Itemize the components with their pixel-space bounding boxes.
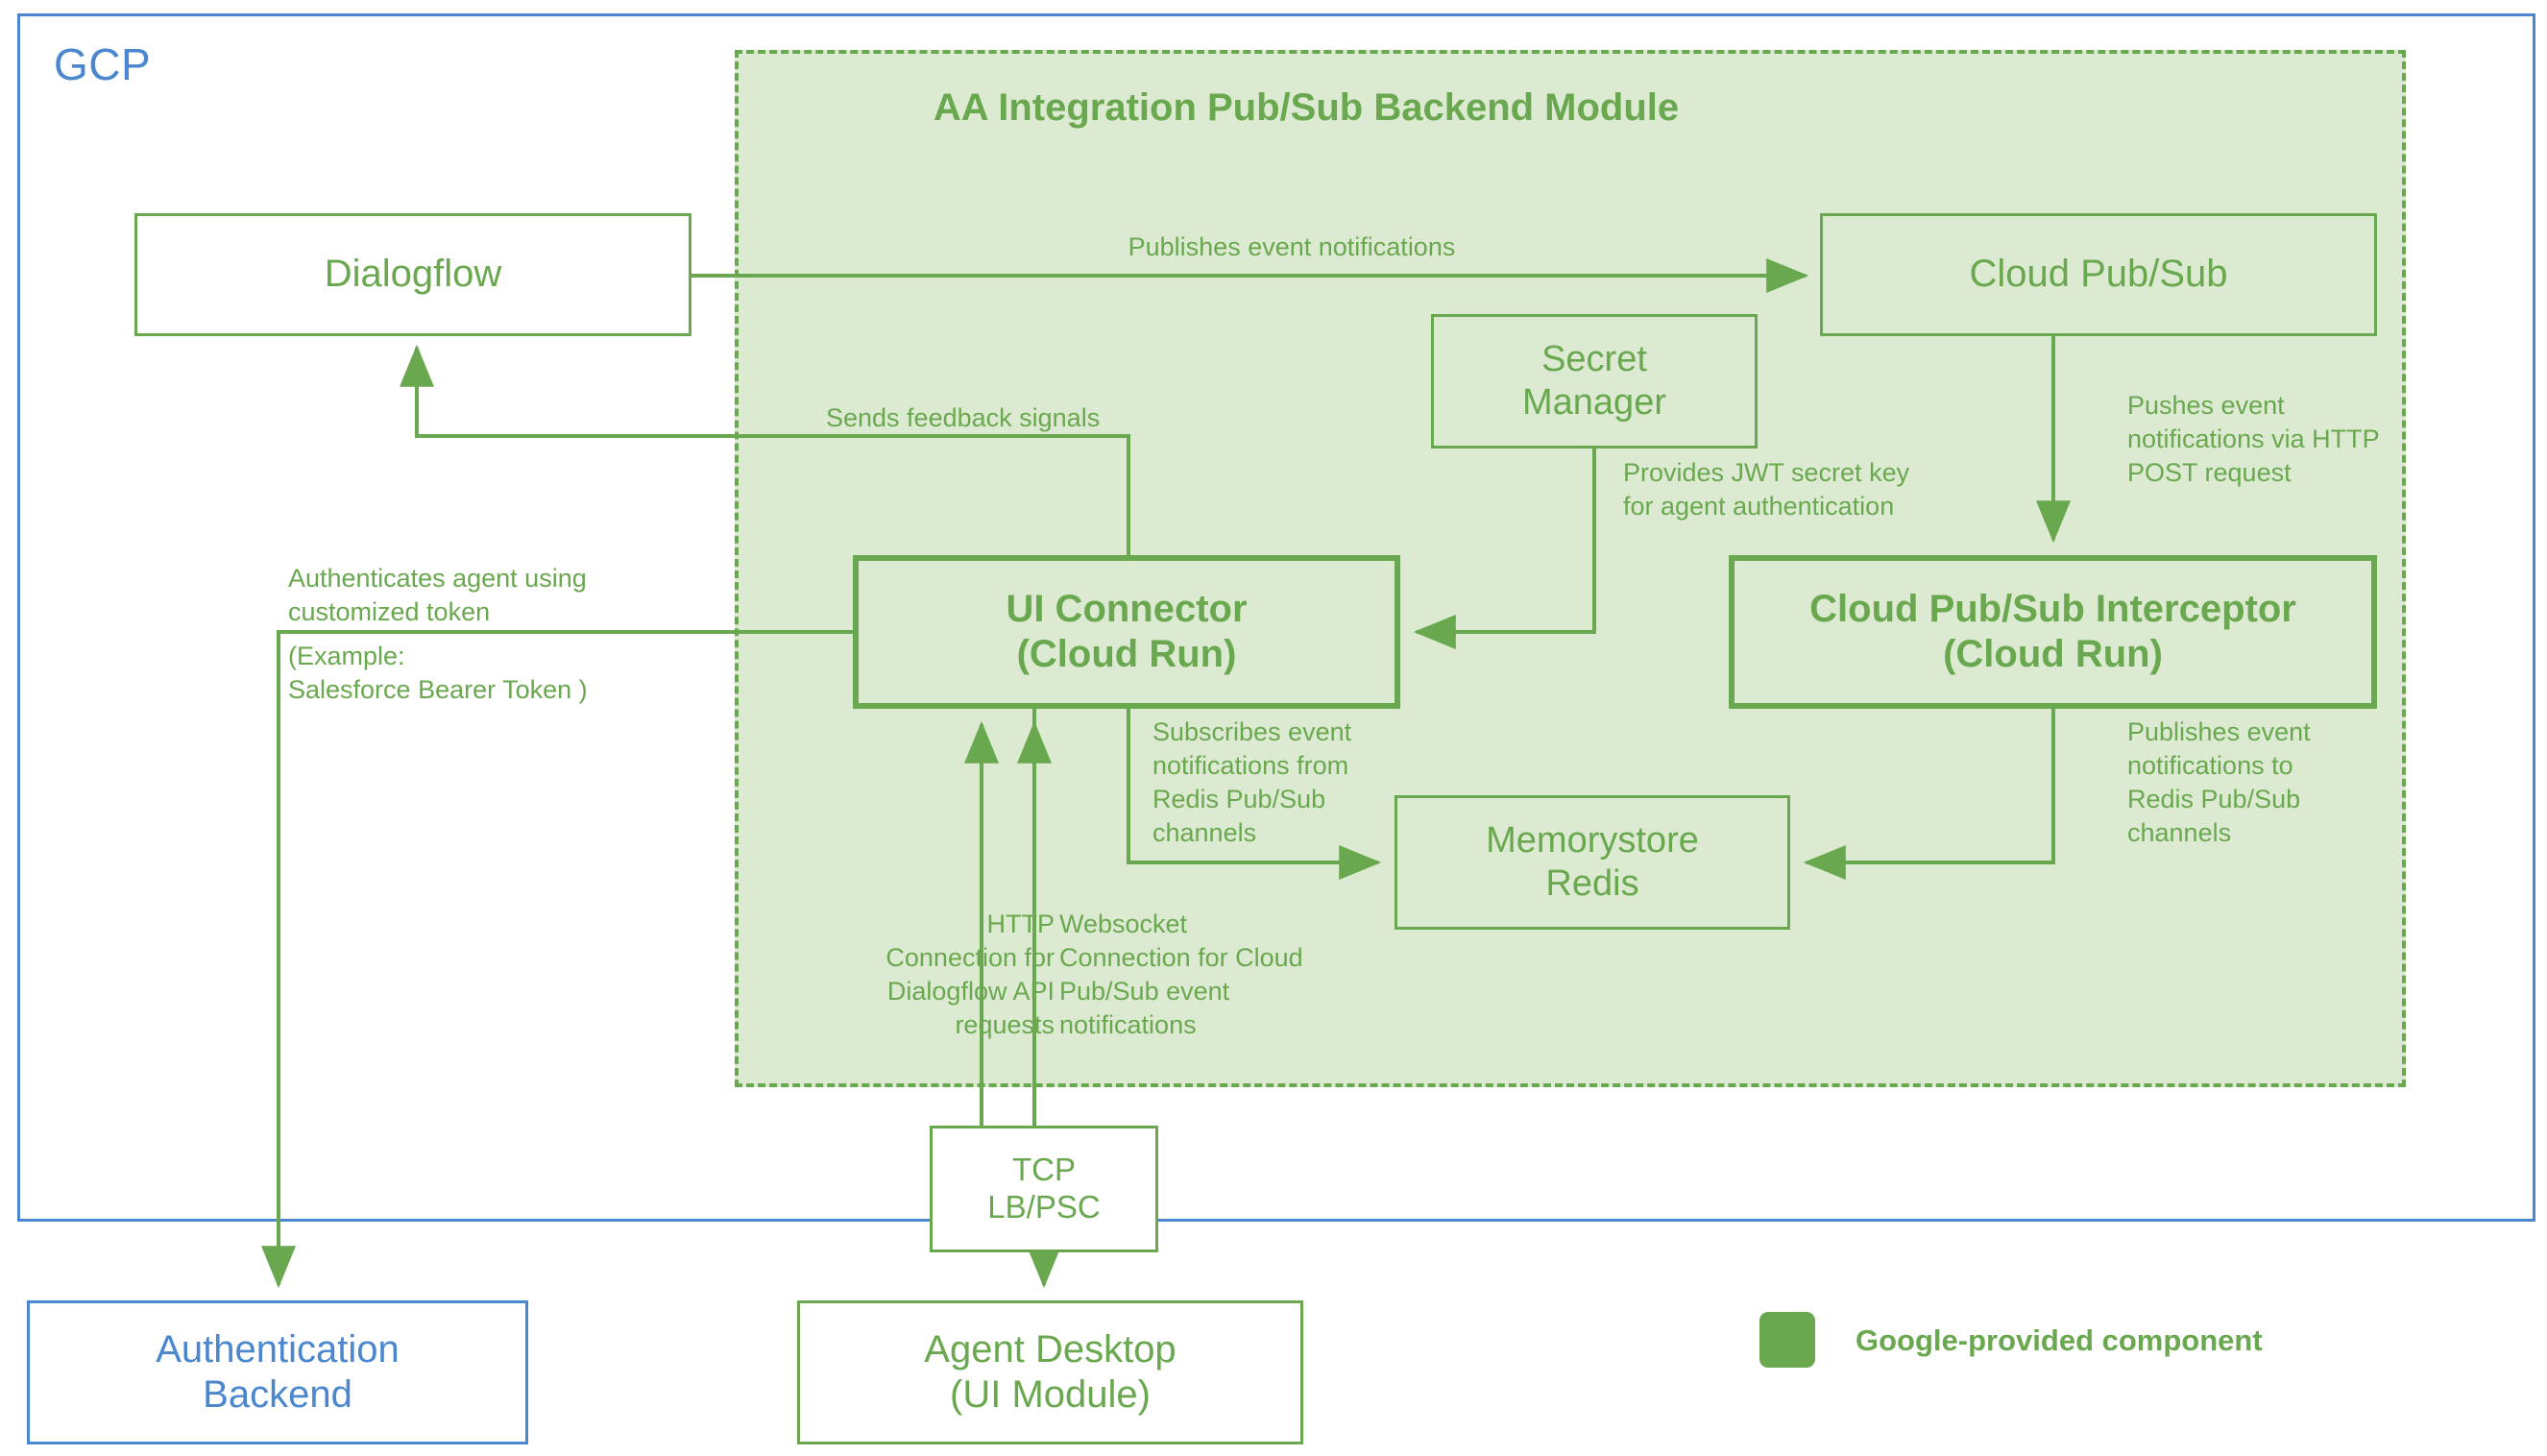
edge-label-websocket-connection: Websocket Connection for Cloud Pub/Sub e…	[1059, 910, 1303, 1040]
node-cloud-pubsub-interceptor[interactable]: Cloud Pub/Sub Interceptor (Cloud Run)	[1729, 555, 2377, 709]
edge-label-subscribes-from-redis: Subscribes event notifications from Redi…	[1152, 717, 1352, 848]
node-dialogflow[interactable]: Dialogflow	[134, 213, 691, 336]
gcp-boundary	[17, 13, 2535, 1222]
node-ui-connector[interactable]: UI Connector (Cloud Run)	[853, 555, 1400, 709]
node-memorystore-redis[interactable]: Memorystore Redis	[1395, 795, 1790, 930]
node-authentication-backend[interactable]: Authentication Backend	[27, 1300, 528, 1444]
legend-label: Google-provided component	[1856, 1323, 2263, 1357]
node-memorystore-redis-label: Memorystore Redis	[1486, 820, 1699, 904]
node-cloud-pubsub-interceptor-label: Cloud Pub/Sub Interceptor (Cloud Run)	[1809, 587, 2296, 675]
node-dialogflow-label: Dialogflow	[324, 253, 502, 296]
node-secret-manager-label: Secret Manager	[1522, 339, 1666, 423]
node-cloud-pubsub-label: Cloud Pub/Sub	[1969, 253, 2228, 296]
node-secret-manager[interactable]: Secret Manager	[1431, 314, 1758, 449]
edge-label-pushes-event-notifications: Pushes event notifications via HTTP POST…	[2127, 391, 2380, 488]
node-tcp-lb-psc-label: TCP LB/PSC	[987, 1152, 1101, 1225]
edge-label-provides-jwt-secret-key: Provides JWT secret key for agent authen…	[1623, 458, 1910, 522]
node-agent-desktop-label: Agent Desktop (UI Module)	[924, 1327, 1176, 1416]
node-agent-desktop[interactable]: Agent Desktop (UI Module)	[797, 1300, 1303, 1444]
node-tcp-lb-psc[interactable]: TCP LB/PSC	[930, 1126, 1158, 1252]
node-ui-connector-label: UI Connector (Cloud Run)	[1006, 587, 1248, 675]
edge-label-http-connection: HTTP Connection for Dialogflow API reque…	[885, 910, 1055, 1040]
module-title: AA Integration Pub/Sub Backend Module	[933, 86, 1680, 129]
node-cloud-pubsub[interactable]: Cloud Pub/Sub	[1820, 213, 2377, 336]
edge-label-publishes-to-redis: Publishes event notifications to Redis P…	[2127, 717, 2311, 848]
node-authentication-backend-label: Authentication Backend	[156, 1327, 400, 1416]
edge-label-sends-feedback-signals: Sends feedback signals	[826, 403, 1101, 432]
edge-label-publishes-event-notifications: Publishes event notifications	[1128, 232, 1456, 261]
edge-label-auth-example: (Example: Salesforce Bearer Token )	[288, 642, 588, 705]
legend-swatch-icon	[1759, 1312, 1815, 1368]
edge-label-authenticates-agent: Authenticates agent using customized tok…	[288, 564, 587, 627]
gcp-label: GCP	[54, 39, 152, 89]
pubsub-backend-module-region	[735, 50, 2406, 1087]
